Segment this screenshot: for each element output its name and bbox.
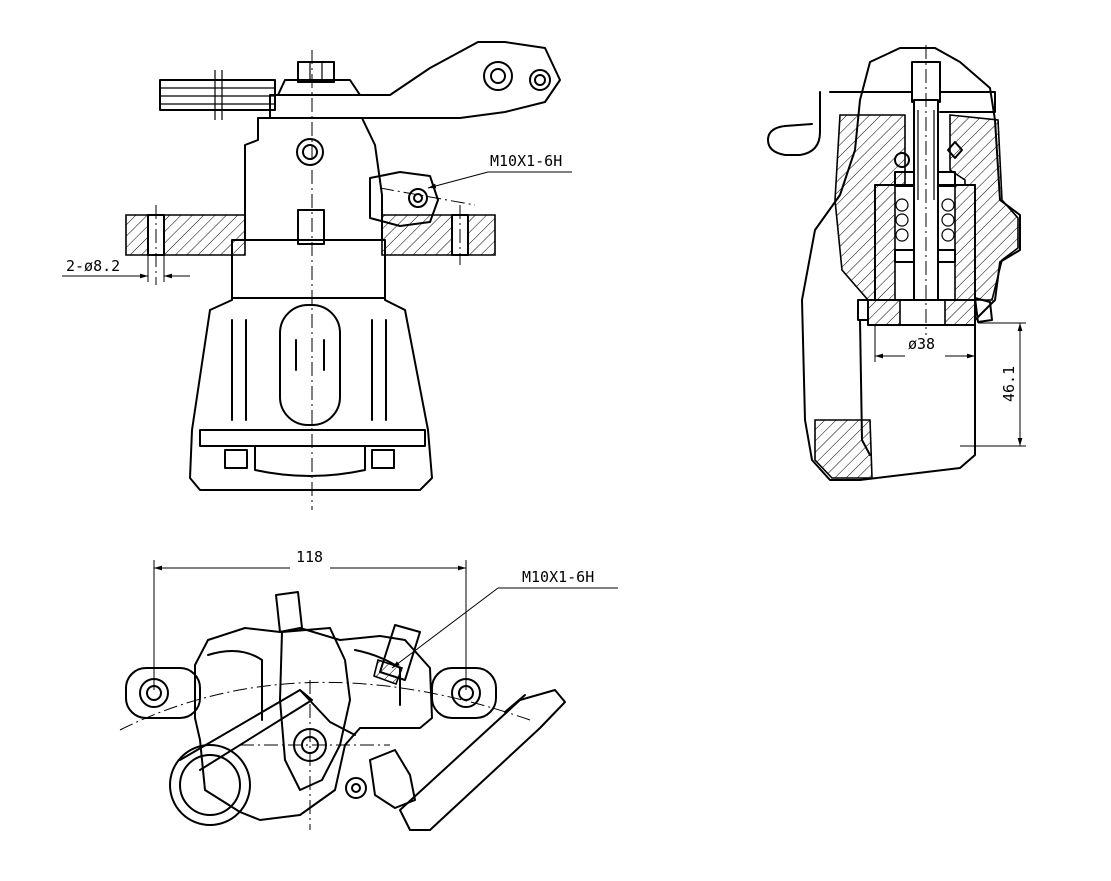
lug-right: [431, 667, 497, 719]
lever-arm: [159, 41, 561, 120]
housing-body: [189, 239, 433, 491]
return-spring-wire: [767, 91, 821, 156]
bottom-thread-label: M10X1-6H: [522, 568, 594, 586]
mounting-ear-right: [381, 205, 496, 265]
hole-spec-label: 2-ø8.2: [66, 257, 120, 275]
width-dimension: 118: [153, 548, 467, 690]
caliper-section-body: [801, 47, 1021, 481]
depth-label: 46.1: [1000, 366, 1018, 402]
piston: [857, 297, 993, 326]
arc-centerline: [119, 681, 531, 731]
adjuster-bolt-head: [277, 61, 361, 96]
hole-spec-dimension: 2-ø8.2: [62, 255, 190, 282]
mounting-ear-left: [125, 205, 246, 285]
return-spring-loop: [169, 689, 356, 826]
bore-dimension: ø38: [874, 325, 976, 362]
top-bleeder-port: [373, 624, 421, 686]
adjuster-lever-cap: [275, 591, 303, 633]
depth-dimension: 46.1: [960, 322, 1026, 447]
width-label: 118: [296, 548, 323, 566]
top-body-outline: [194, 627, 433, 821]
bottom-thread-callout: M10X1-6H: [391, 568, 618, 669]
lug-left: [125, 667, 201, 719]
front-view: 2-ø8.2 M10X1-6H: [62, 41, 572, 510]
top-thread-callout: M10X1-6H: [427, 152, 572, 189]
cable-bracket: [399, 689, 566, 831]
coil-spring: [894, 171, 956, 263]
section-view: ø38 46.1: [767, 45, 1026, 481]
housing-upper: [244, 117, 383, 245]
top-thread-label: M10X1-6H: [490, 152, 562, 170]
brake-pad-line: [859, 319, 871, 456]
top-view: 118: [119, 548, 618, 831]
bleeder-port: [369, 171, 476, 227]
bore-label: ø38: [908, 335, 935, 353]
